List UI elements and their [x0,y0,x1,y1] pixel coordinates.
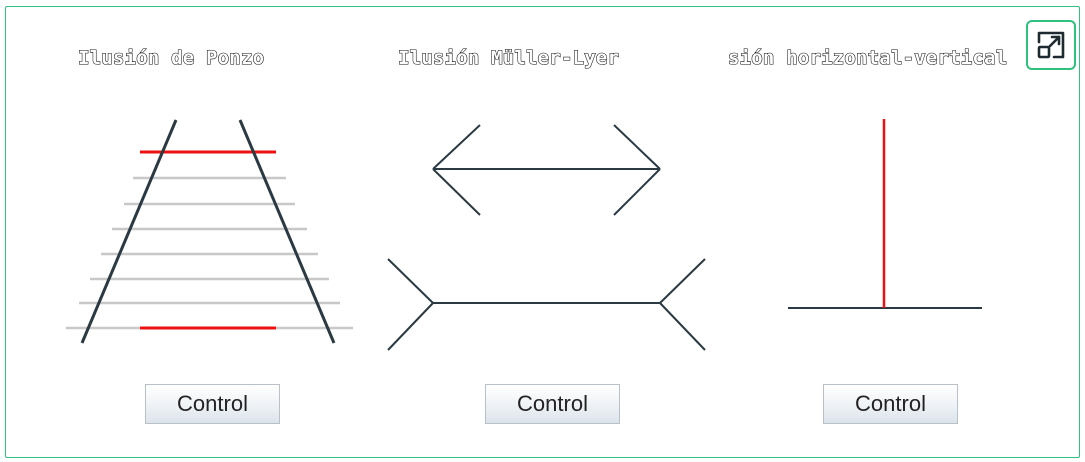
illusions-canvas [66,119,982,351]
muller-top-left-fin-up [432,124,481,170]
title-muller-lyer: Ilusión Müller-Lyer [397,47,620,69]
control-button-ponzo[interactable]: Control [145,384,280,424]
title-ponzo: Ilusión de Ponzo [77,47,265,69]
horizontal-vertical-illusion [788,119,982,309]
control-button-horizontal-vertical[interactable]: Control [823,384,958,424]
muller-arrow-top [432,124,661,216]
titles-area: Ilusión de Ponzo Ilusión Müller-Lyer sió… [6,7,1024,107]
ponzo-left-rail [80,119,178,344]
control-button-muller-lyer[interactable]: Control [485,384,620,424]
ponzo-illusion [66,119,353,344]
muller-lyer-illusion [387,124,706,351]
muller-bottom-left-fin-down [387,302,434,351]
muller-top-right-fin-up [613,124,661,170]
muller-bottom-right-fin-up [659,258,706,304]
expand-button[interactable] [1026,20,1076,70]
muller-top-left-fin-down [432,168,481,216]
muller-arrow-bottom [387,258,706,351]
ponzo-right-rail [238,119,336,344]
muller-top-right-fin-down [613,168,661,216]
illusions-panel: Ilusión de Ponzo Ilusión Müller-Lyer sió… [5,6,1080,458]
muller-bottom-left-fin-up [387,258,434,304]
title-horizontal-vertical: sión horizontal-vertical [727,47,1008,69]
ponzo-ties [66,176,353,330]
expand-icon [1037,31,1065,59]
muller-bottom-right-fin-down [659,302,706,351]
